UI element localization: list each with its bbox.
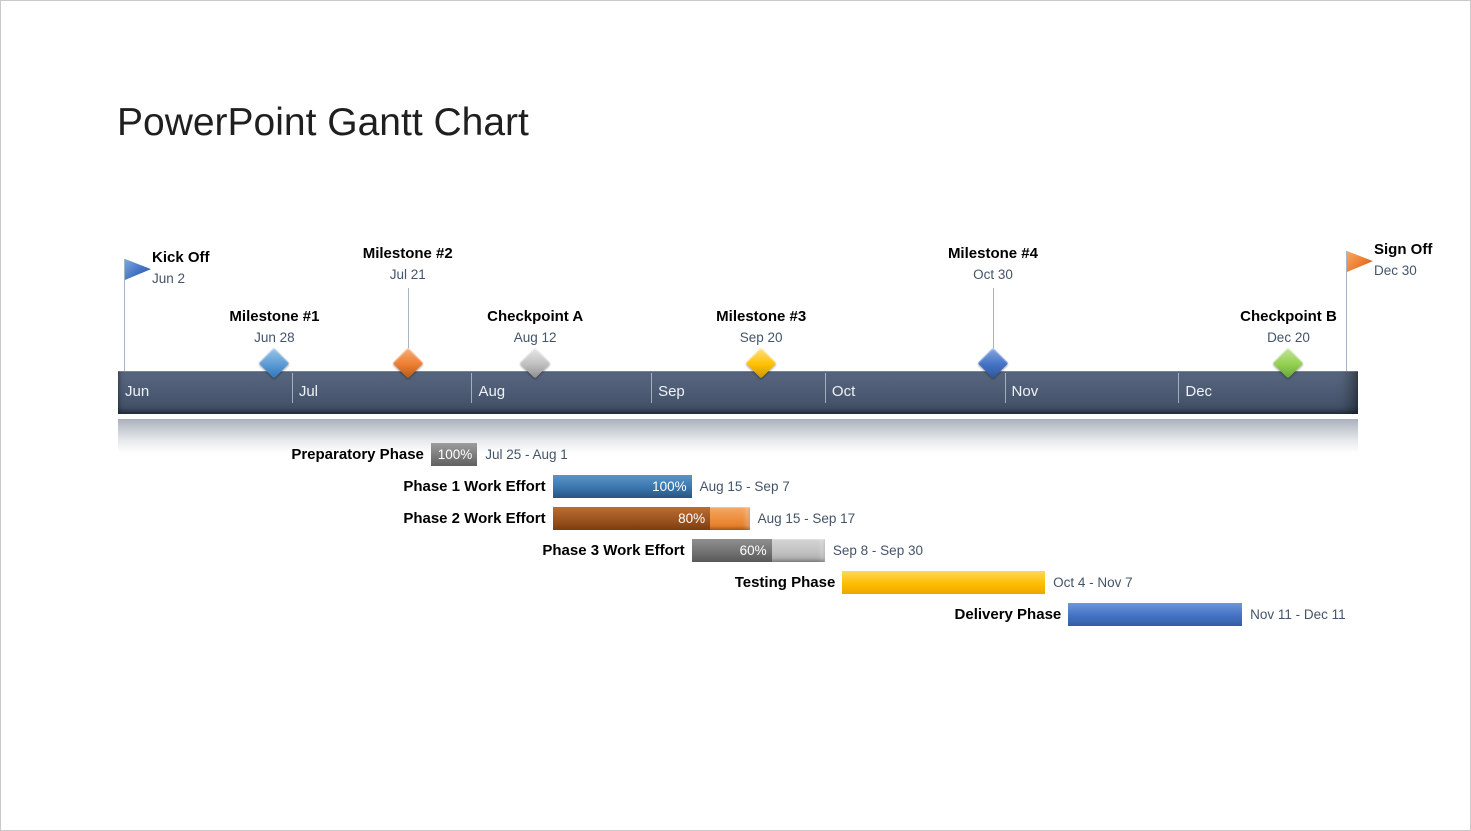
month-label: Oct (831, 383, 856, 400)
month-separator (291, 373, 293, 403)
task-bar-completed: 100% (430, 443, 478, 466)
month-separator (824, 373, 826, 403)
milestone-date: Dec 30 (1374, 263, 1417, 278)
timeline-month: Jul (291, 371, 472, 414)
task-bar[interactable] (842, 571, 1046, 594)
task-bar[interactable] (1068, 603, 1243, 626)
flag-icon[interactable] (1347, 251, 1373, 272)
milestone-label: Kick Off (152, 249, 210, 266)
milestone-text: Milestone #3 Sep 20 (671, 307, 851, 348)
milestone-connector-line (993, 288, 994, 351)
month-label: Sep (658, 383, 685, 400)
milestone-date: Jun 28 (254, 330, 295, 345)
month-label: Nov (1011, 383, 1039, 400)
milestone-connector-line (408, 288, 409, 351)
month-separator (471, 373, 473, 403)
milestone-text: Checkpoint B Dec 20 (1198, 307, 1378, 348)
milestone-date: Jul 21 (389, 267, 426, 282)
milestone-label: Milestone #2 (362, 245, 453, 262)
task-date-range: Aug 15 - Sep 7 (699, 479, 790, 494)
month-label: Dec (1185, 383, 1213, 400)
task-label: Preparatory Phase (291, 446, 424, 463)
month-label: Jun (125, 383, 150, 400)
task-bar-completed: 60% (691, 539, 772, 562)
milestone-date: Jun 2 (152, 271, 186, 286)
milestone-label: Milestone #1 (229, 308, 320, 325)
flag-icon[interactable] (125, 259, 151, 280)
task-bar-completed (842, 571, 1046, 594)
milestone-label: Milestone #3 (716, 308, 807, 325)
milestone-label: Sign Off (1374, 241, 1433, 258)
task-percent-label: 100% (437, 447, 473, 462)
milestone-date: Dec 20 (1267, 330, 1310, 345)
task-percent-label: 100% (652, 479, 687, 494)
milestone-label: Checkpoint A (487, 308, 584, 325)
timeline-month: Nov (1004, 371, 1179, 414)
timeline-band[interactable]: Jun Jul Aug Sep Oct Nov Dec (118, 371, 1358, 414)
task-bar[interactable]: 100% (552, 475, 692, 498)
flag-pole (124, 259, 125, 371)
task-bar[interactable]: 100% (430, 443, 478, 466)
task-bar[interactable]: 60% (691, 539, 825, 562)
task-percent-label: 80% (678, 511, 706, 526)
milestone-text: Milestone #2 Jul 21 (318, 244, 498, 285)
task-bar-completed: 100% (552, 475, 692, 498)
milestone-text: Milestone #1 Jun 28 (184, 307, 364, 348)
task-label: Phase 2 Work Effort (403, 510, 546, 527)
milestone-date: Aug 12 (513, 330, 557, 345)
task-bar[interactable]: 80% (552, 507, 750, 530)
task-date-range: Jul 25 - Aug 1 (485, 447, 568, 462)
timeline-month: Dec (1178, 371, 1358, 414)
task-date-range: Aug 15 - Sep 17 (757, 511, 856, 526)
task-bar-completed: 80% (552, 507, 711, 530)
task-label: Phase 1 Work Effort (403, 478, 546, 495)
task-label: Delivery Phase (954, 606, 1062, 623)
timeline-shadow (118, 419, 1358, 453)
flag-pole (1346, 251, 1347, 371)
month-label: Jul (298, 383, 319, 400)
timeline-month: Oct (824, 371, 1005, 414)
timeline-month: Jun (118, 371, 292, 414)
task-date-range: Sep 8 - Sep 30 (832, 543, 923, 558)
slide-title: PowerPoint Gantt Chart (117, 101, 529, 144)
milestone-date: Oct 30 (973, 267, 1013, 282)
milestone-date: Sep 20 (739, 330, 783, 345)
milestone-text: Milestone #4 Oct 30 (903, 244, 1083, 285)
timeline-month: Sep (651, 371, 825, 414)
timeline-month: Aug (471, 371, 651, 414)
task-label: Phase 3 Work Effort (542, 542, 685, 559)
milestone-text: Checkpoint A Aug 12 (445, 307, 625, 348)
task-label: Testing Phase (734, 574, 836, 591)
month-separator (1004, 373, 1006, 403)
task-date-range: Nov 11 - Dec 11 (1250, 607, 1346, 622)
milestone-label: Milestone #4 (947, 245, 1038, 262)
month-label: Aug (478, 383, 506, 400)
milestone-label: Checkpoint B (1240, 308, 1337, 325)
month-separator (1178, 373, 1180, 403)
task-bar-completed (1068, 603, 1243, 626)
month-separator (651, 373, 653, 403)
task-date-range: Oct 4 - Nov 7 (1053, 575, 1133, 590)
task-percent-label: 60% (739, 543, 767, 558)
